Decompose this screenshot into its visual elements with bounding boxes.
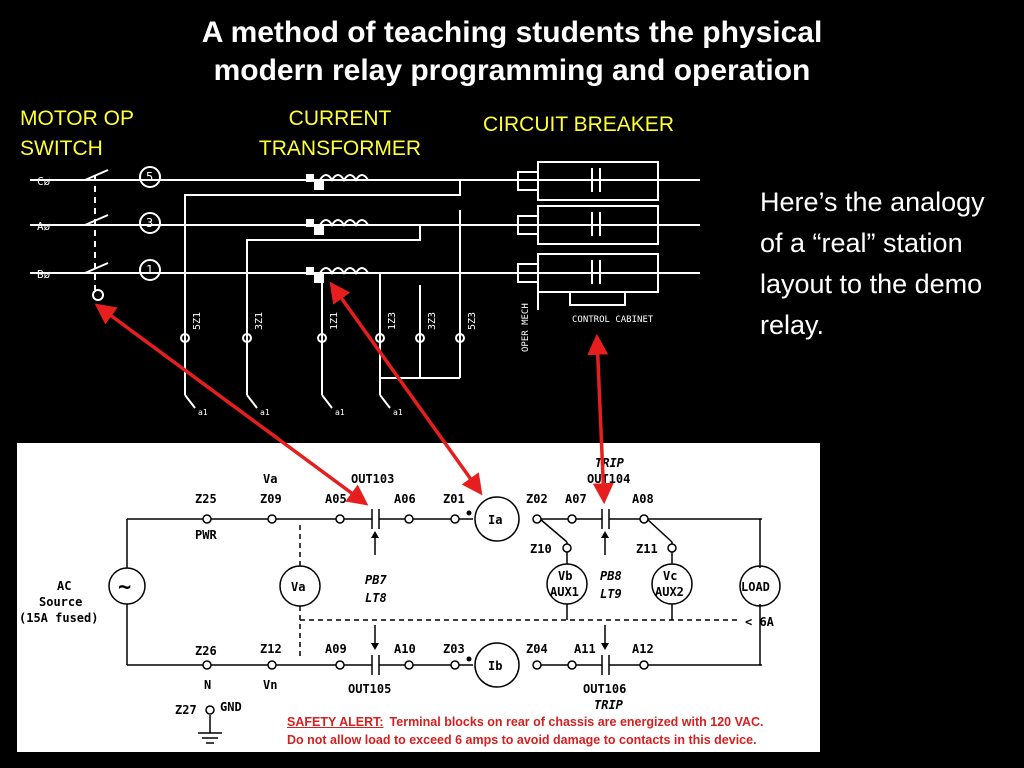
contact-label-2: a1 (260, 408, 270, 417)
gnd-label: GND (220, 700, 242, 714)
circle-number-3: 3 (146, 216, 153, 230)
vn-label: Vn (263, 678, 277, 692)
terminal-a11: A11 (574, 642, 596, 656)
terminal-z27: Z27 (175, 703, 197, 717)
trip-top-label: TRIP (595, 456, 625, 470)
motor-label-line-1: MOTOR OP (20, 107, 134, 130)
demo-relay-diagram: Z25 Z09 A05 A06 Z01 Z02 A07 A08 Z10 Z11 … (19, 456, 781, 744)
ct-label-line-1: CURRENT (288, 107, 392, 130)
demo-relay-panel: Z25 Z09 A05 A06 Z01 Z02 A07 A08 Z10 Z11 … (17, 443, 820, 752)
pwr-label: PWR (195, 528, 217, 542)
terminal-z02: Z02 (526, 492, 548, 506)
motor-op-switch-label: MOTOR OP SWITCH (20, 104, 134, 164)
terminal-z12: Z12 (260, 642, 282, 656)
terminal-a06: A06 (394, 492, 416, 506)
vertical-label-5z3: 5Z3 (467, 312, 478, 330)
safety-alert: SAFETY ALERT: Terminal blocks on rear of … (287, 713, 764, 749)
ia-meter-label: Ia (488, 513, 502, 527)
out104-label: OUT104 (587, 472, 630, 486)
vertical-label-3z3: 3Z3 (427, 312, 438, 330)
ac-label-line-2: Source (39, 595, 82, 609)
current-transformer-label: CURRENT TRANSFORMER (240, 104, 440, 164)
station-layout-diagram: Cø Aø Bø 5 3 1 5Z1 3Z1 1Z1 1Z3 3Z3 5Z3 a… (30, 161, 700, 417)
safety-alert-line-2: Do not allow load to exceed 6 amps to av… (287, 733, 757, 747)
vertical-label-1z1: 1Z1 (329, 312, 340, 330)
vertical-label-1z3: 1Z3 (387, 312, 398, 330)
safety-alert-line-1: Terminal blocks on rear of chassis are e… (389, 715, 764, 729)
ac-label-line-1: AC (57, 579, 71, 593)
pb8-label: PB8 (600, 569, 622, 583)
terminal-z04: Z04 (526, 642, 548, 656)
vertical-label-3z1: 3Z1 (254, 312, 265, 330)
load-limit-label: < 6A (745, 615, 775, 629)
oper-mech-label: OPER MECH (521, 303, 531, 352)
contact-label-3: a1 (335, 408, 345, 417)
ct-label-line-2: TRANSFORMER (258, 137, 422, 160)
vb-meter-label: Vb (558, 569, 572, 583)
terminal-z10: Z10 (530, 542, 552, 556)
analogy-description: Here’s the analogy of a “real” station l… (760, 187, 985, 340)
phase-label-a: Aø (37, 220, 51, 233)
va-meter-label: Va (291, 580, 305, 594)
terminal-a07: A07 (565, 492, 587, 506)
terminal-a09: A09 (325, 642, 347, 656)
circuit-breaker-label: CIRCUIT BREAKER (483, 113, 674, 136)
ac-source-tilde: ~ (118, 575, 131, 600)
vc-meter-label: Vc (663, 569, 677, 583)
contact-label-1: a1 (198, 408, 208, 417)
circle-number-1: 1 (146, 263, 153, 277)
aux2-label: AUX2 (655, 585, 684, 599)
out106-label: OUT106 (583, 682, 626, 696)
motor-label-line-2: SWITCH (20, 137, 103, 160)
n-label: N (204, 678, 211, 692)
title-line-2: modern relay programming and operation (213, 54, 811, 87)
safety-alert-header: SAFETY ALERT: (287, 715, 384, 729)
terminal-a12: A12 (632, 642, 654, 656)
ac-label-line-3: (15A fused) (19, 611, 98, 625)
terminal-z26: Z26 (195, 644, 217, 658)
terminal-z11: Z11 (636, 542, 658, 556)
load-label: LOAD (741, 580, 770, 594)
vertical-label-5z1: 5Z1 (192, 312, 203, 330)
phase-label-c: Cø (37, 175, 51, 188)
terminal-a08: A08 (632, 492, 654, 506)
terminal-z09: Z09 (260, 492, 282, 506)
phase-label-b: Bø (37, 268, 51, 281)
terminal-a05: A05 (325, 492, 347, 506)
aux1-label: AUX1 (550, 585, 579, 599)
terminal-z03: Z03 (443, 642, 465, 656)
out105-label: OUT105 (348, 682, 391, 696)
va-top-label: Va (263, 472, 277, 486)
control-cabinet-label: CONTROL CABINET (572, 315, 654, 325)
terminal-a10: A10 (394, 642, 416, 656)
contact-label-4: a1 (393, 408, 403, 417)
lt9-label: LT9 (600, 587, 622, 601)
pb7-label: PB7 (365, 573, 387, 587)
terminal-z01: Z01 (443, 492, 465, 506)
terminal-z25: Z25 (195, 492, 217, 506)
ib-meter-label: Ib (488, 659, 502, 673)
slide-title: A method of teaching students the physic… (0, 14, 1024, 90)
circle-number-5: 5 (146, 170, 153, 184)
trip-bottom-label: TRIP (594, 698, 624, 712)
title-line-1: A method of teaching students the physic… (201, 16, 823, 49)
lt8-label: LT8 (365, 591, 387, 605)
out103-label: OUT103 (351, 472, 394, 486)
